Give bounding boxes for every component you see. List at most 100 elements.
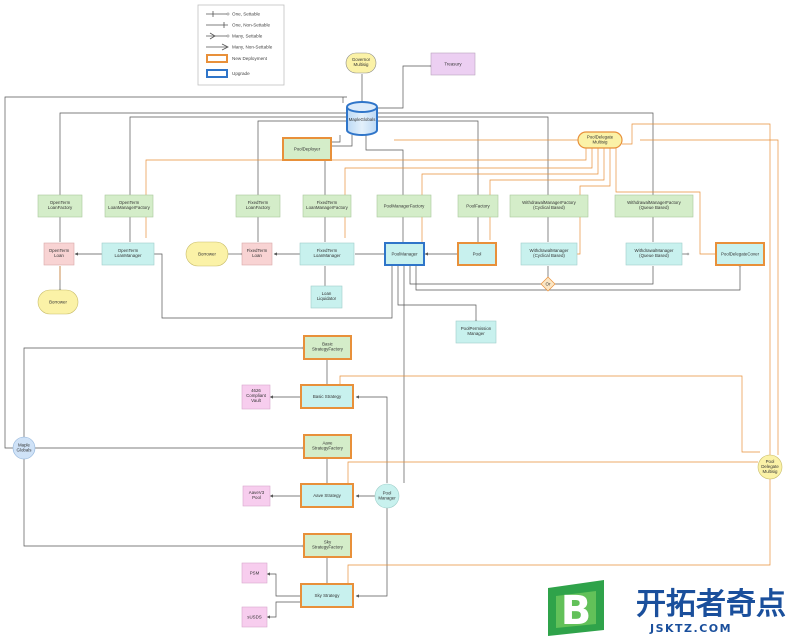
psm-label: PSM [250,571,260,576]
legend: One, Settable One, Non-Settable Many, Se… [197,4,285,86]
svg-text:WithdrawalManagerFactory(Queue: WithdrawalManagerFactory(Queue Based) [627,200,681,210]
open-term-loan-manager-factory-label-1: OpenTerm [119,200,140,205]
svg-text:WithdrawalManagerFactory(Cycli: WithdrawalManagerFactory(Cyclical Based) [522,200,576,210]
psm-node: PSM [241,562,268,584]
open-term-loan-label-1: OpenTerm [49,248,70,253]
pool-deployer-label: PoolDeployer [294,147,321,152]
fixed-term-loan-factory-label-2: LoanFactory [246,205,271,210]
basic-strategy-factory-label-2: StrategyFactory [312,347,344,352]
wm-queue-factory-label-2: (Queue Based) [639,205,669,210]
aave-strategy-label: Aave Strategy [313,493,341,498]
borrower-mid-label: Borrower [198,252,216,257]
wm-cyclical-factory-node: WithdrawalManagerFactory(Cyclical Based) [509,194,589,218]
connectors [4,64,742,619]
open-term-loan-label-2: Loan [54,253,64,258]
pool-delegate-multisig-circle-label-3: Multisig [763,469,778,474]
open-term-loan-manager-label-1: OpenTerm [118,248,139,253]
pool-factory-label: PoolFactory [466,204,490,209]
pool-delegate-multisig-label-2: Multisig [593,140,608,145]
svg-text:PoolManager: PoolManager [378,491,396,501]
legend-one-settable: One, Settable [232,12,261,17]
treasury-label: Treasury [444,62,462,67]
svg-text:MapleGlobals: MapleGlobals [17,443,33,453]
sky-strategy-label: Sky Strategy [315,593,341,598]
aave-strategy-node: Aave Strategy [300,483,354,508]
erc4626-vault-label-2: Compliant [246,393,267,398]
pool-delegate-multisig-circle-label-1: Pool [766,459,775,464]
pool-delegate-cover-label: PoolDelegateCover [721,252,760,257]
watermark-cn-text: 开拓者奇点 [636,587,786,622]
maple-globals-circle-label-2: Globals [17,448,33,453]
loan-liquidator-label-1: Loan [322,291,332,296]
pool-manager-circle-label-1: Pool [383,491,392,496]
pool-permission-manager-label-1: PoolPermission [461,326,492,331]
wm-cyclical-factory-label-1: WithdrawalManagerFactory [522,200,576,205]
borrower-left-node: Borrower [37,289,79,315]
maple-globals-cylinder: MapleGlobals [346,101,378,136]
aave-v3-pool-label-2: Pool [252,495,261,500]
watermark-en-text: JSKTZ.COM [649,622,732,635]
aave-strategy-factory-label-2: StrategyFactory [312,446,344,451]
fixed-term-loan-manager-label-2: LoanManager [313,253,341,258]
wm-queue-node: WithdrawalManager(Queue Based) [625,242,683,266]
pool-manager-factory-node: PoolManagerFactory [376,194,432,218]
sky-strategy-factory-label-2: StrategyFactory [312,545,344,550]
pool-delegate-multisig-label-1: PoolDelegate [587,135,614,140]
svg-text:WithdrawalManager(Queue Based): WithdrawalManager(Queue Based) [634,248,674,258]
fixed-term-loan-factory-label-1: FixedTerm [248,200,269,205]
pool-label: Pool [473,252,482,257]
watermark-logo-letter: B [561,588,592,634]
wm-cyclical-label-1: WithdrawalManager [529,248,569,253]
fixed-term-loan-manager-label-1: FixedTerm [317,248,338,253]
watermark: B 开拓者奇点 JSKTZ.COM [548,580,786,636]
basic-strategy-label: Basic Strategy [313,394,342,399]
governor-multisig-label-1: Governor [352,57,371,62]
pool-manager-label: PoolManager [391,252,418,257]
basic-strategy-factory-label-1: Basic [322,342,334,347]
fixed-term-loan-label-1: FixedTerm [247,248,268,253]
sky-strategy-node: Sky Strategy [300,583,354,608]
pool-node: Pool [457,242,497,266]
open-term-loan-manager-factory-label-2: LoanManagerFactory [108,205,151,210]
svg-text:WithdrawalManager(Cyclical Bas: WithdrawalManager(Cyclical Based) [529,248,569,258]
erc4626-vault-label-1: 4626 [251,388,261,393]
borrower-left-label: Borrower [49,300,67,305]
or-label: Or [546,282,551,287]
pool-manager-circle-label-2: Manager [378,496,396,501]
loan-liquidator-label-2: Liquidator [317,296,337,301]
fixed-term-loan-manager-factory-label-2: LoanManagerFactory [306,205,349,210]
or-diamond: Or [540,276,556,292]
erc4626-vault-label-3: Vault [251,398,261,403]
susds-node: sUSDS [241,606,268,628]
legend-many-non-settable: Many, Non-Settable [232,45,273,50]
governor-multisig-label-2: Multisig [354,62,369,67]
